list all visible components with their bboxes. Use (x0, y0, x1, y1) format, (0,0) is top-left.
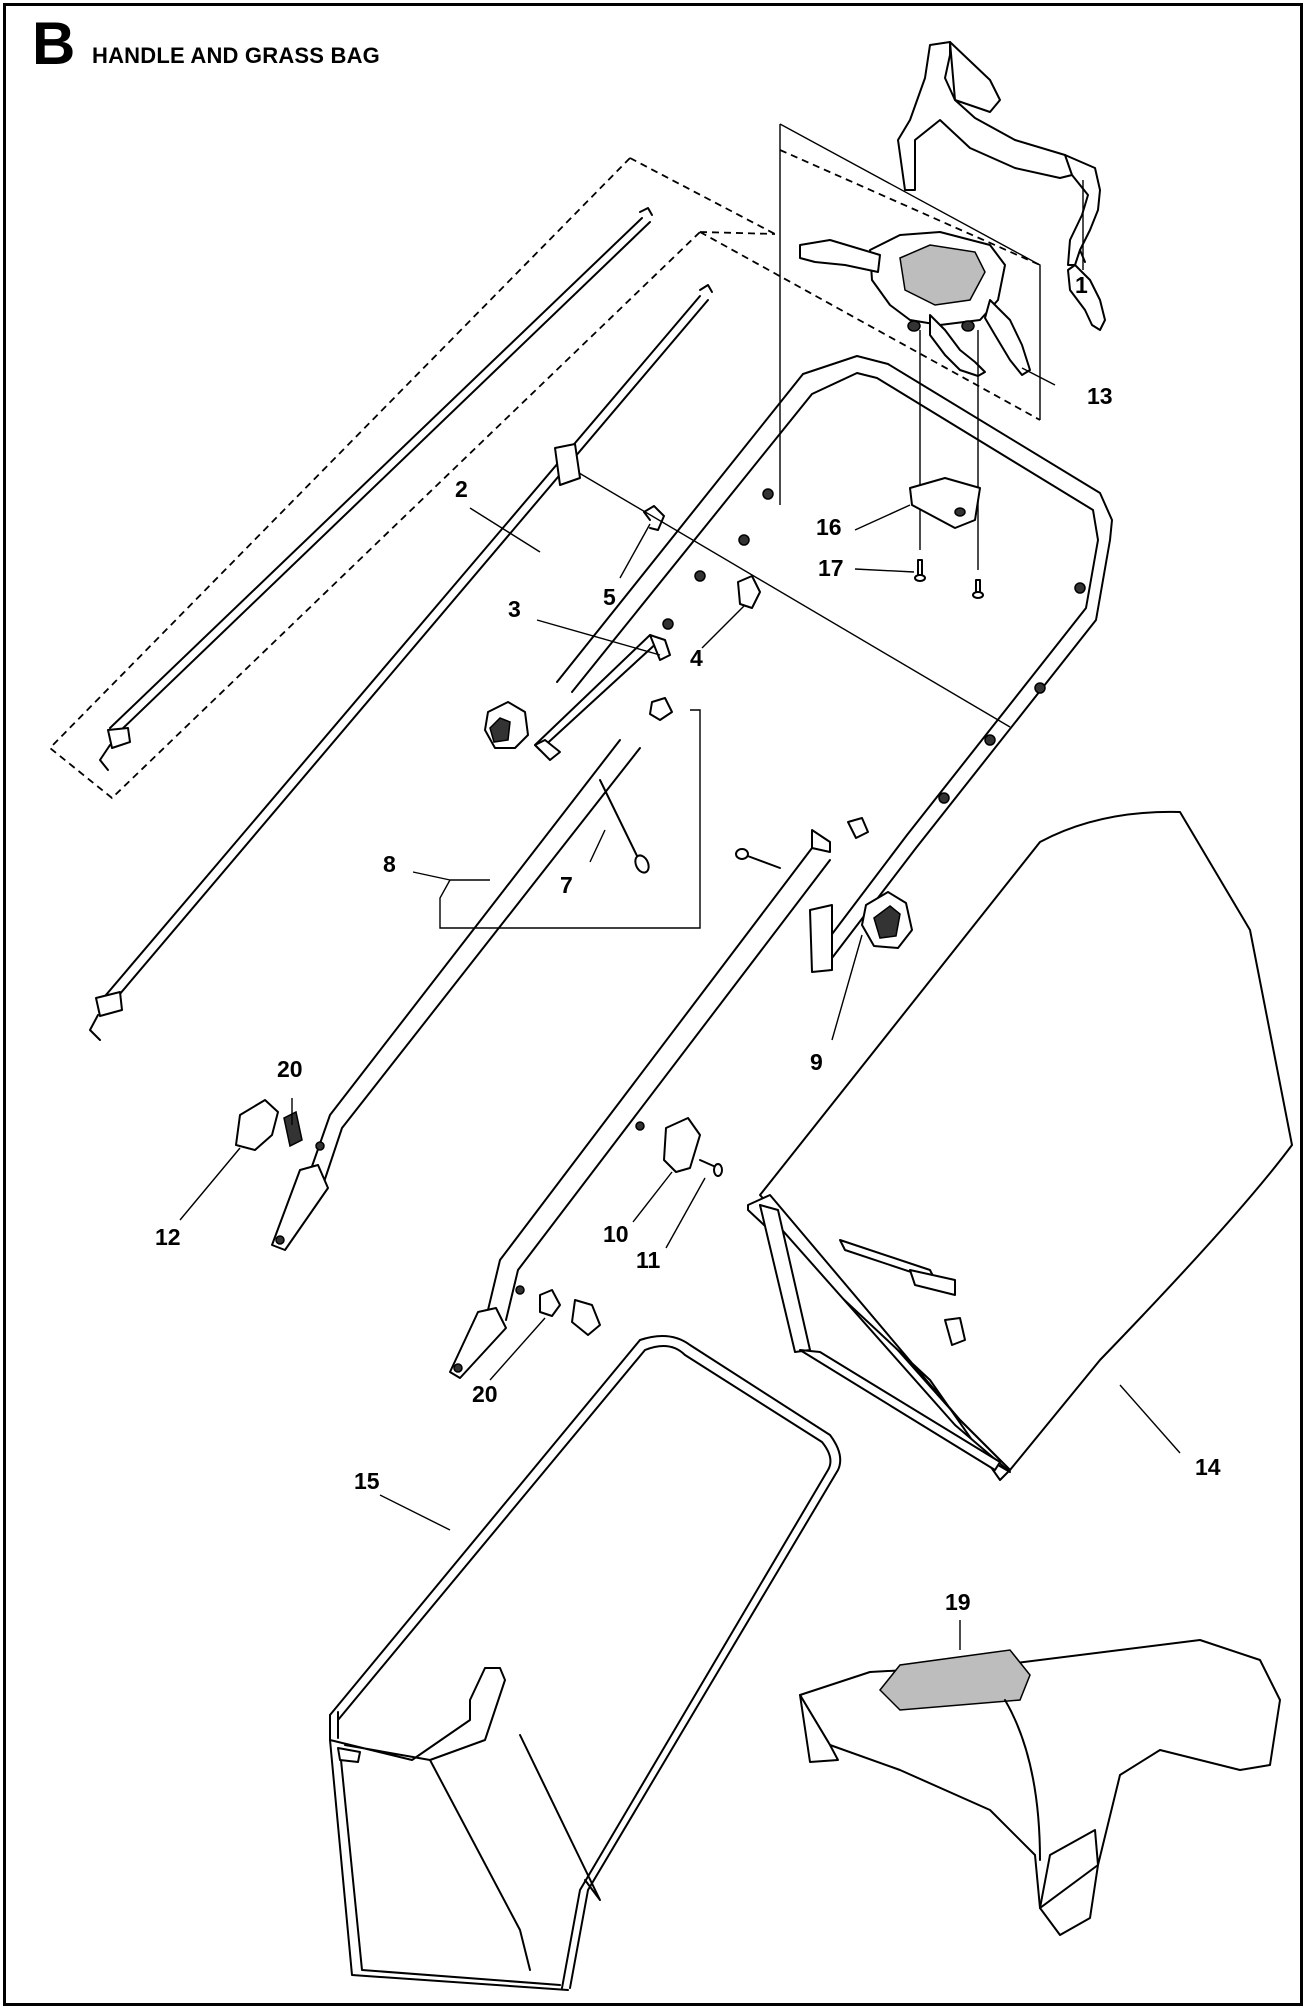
upper-handle-frame (556, 355, 1113, 969)
callout-4: 4 (690, 645, 703, 671)
callout-5: 5 (603, 584, 616, 610)
callout-7: 7 (560, 872, 573, 898)
star-knob-9 (735, 817, 913, 973)
knob-4 (737, 575, 761, 609)
lower-handle-left (271, 739, 641, 1251)
callout-14: 14 (1195, 1454, 1221, 1480)
clip-10 (635, 1117, 701, 1173)
knob-20-lower (515, 1285, 601, 1336)
section-letter: B (32, 10, 76, 77)
callout-20-lower: 20 (472, 1381, 498, 1407)
star-knob-left (484, 701, 529, 749)
slider-bracket (534, 634, 671, 761)
lower-handle-right (449, 829, 831, 1379)
grass-bag (747, 810, 1293, 1481)
callout-8: 8 (383, 851, 396, 877)
control-cables (89, 207, 713, 1041)
callout-10: 10 (603, 1221, 629, 1247)
grass-bag-frame (329, 1335, 842, 1991)
callout-numbers: 1 2 3 4 5 7 8 9 10 11 12 13 14 15 16 17 … (155, 272, 1221, 1615)
callout-20-upper: 20 (277, 1056, 303, 1082)
top-handle-bar (897, 41, 1106, 331)
screw-11 (699, 1159, 723, 1177)
section-title: HANDLE AND GRASS BAG (92, 43, 380, 68)
mounting-bracket (909, 330, 984, 599)
callout-9: 9 (810, 1049, 823, 1075)
callout-15: 15 (354, 1468, 380, 1494)
page-border (3, 3, 1303, 2006)
callout-1: 1 (1075, 272, 1088, 298)
callout-13: 13 (1087, 383, 1113, 409)
deflector-19 (799, 1639, 1281, 1936)
callout-3: 3 (508, 596, 521, 622)
callout-17: 17 (818, 555, 844, 581)
callout-11: 11 (636, 1247, 661, 1273)
cable-group-outline (48, 157, 776, 800)
callout-2: 2 (455, 476, 468, 502)
clip-5 (643, 505, 665, 531)
control-box (799, 231, 1031, 377)
leader-lines (179, 180, 1181, 1650)
callout-19: 19 (945, 1589, 971, 1615)
bolt-7 (599, 779, 650, 874)
knob-12 (235, 1099, 325, 1151)
callout-16: 16 (816, 514, 842, 540)
callout-12: 12 (155, 1224, 181, 1250)
small-knob-top (649, 697, 673, 721)
control-box-outline (699, 123, 1041, 505)
callout-bracket-8 (439, 709, 701, 929)
